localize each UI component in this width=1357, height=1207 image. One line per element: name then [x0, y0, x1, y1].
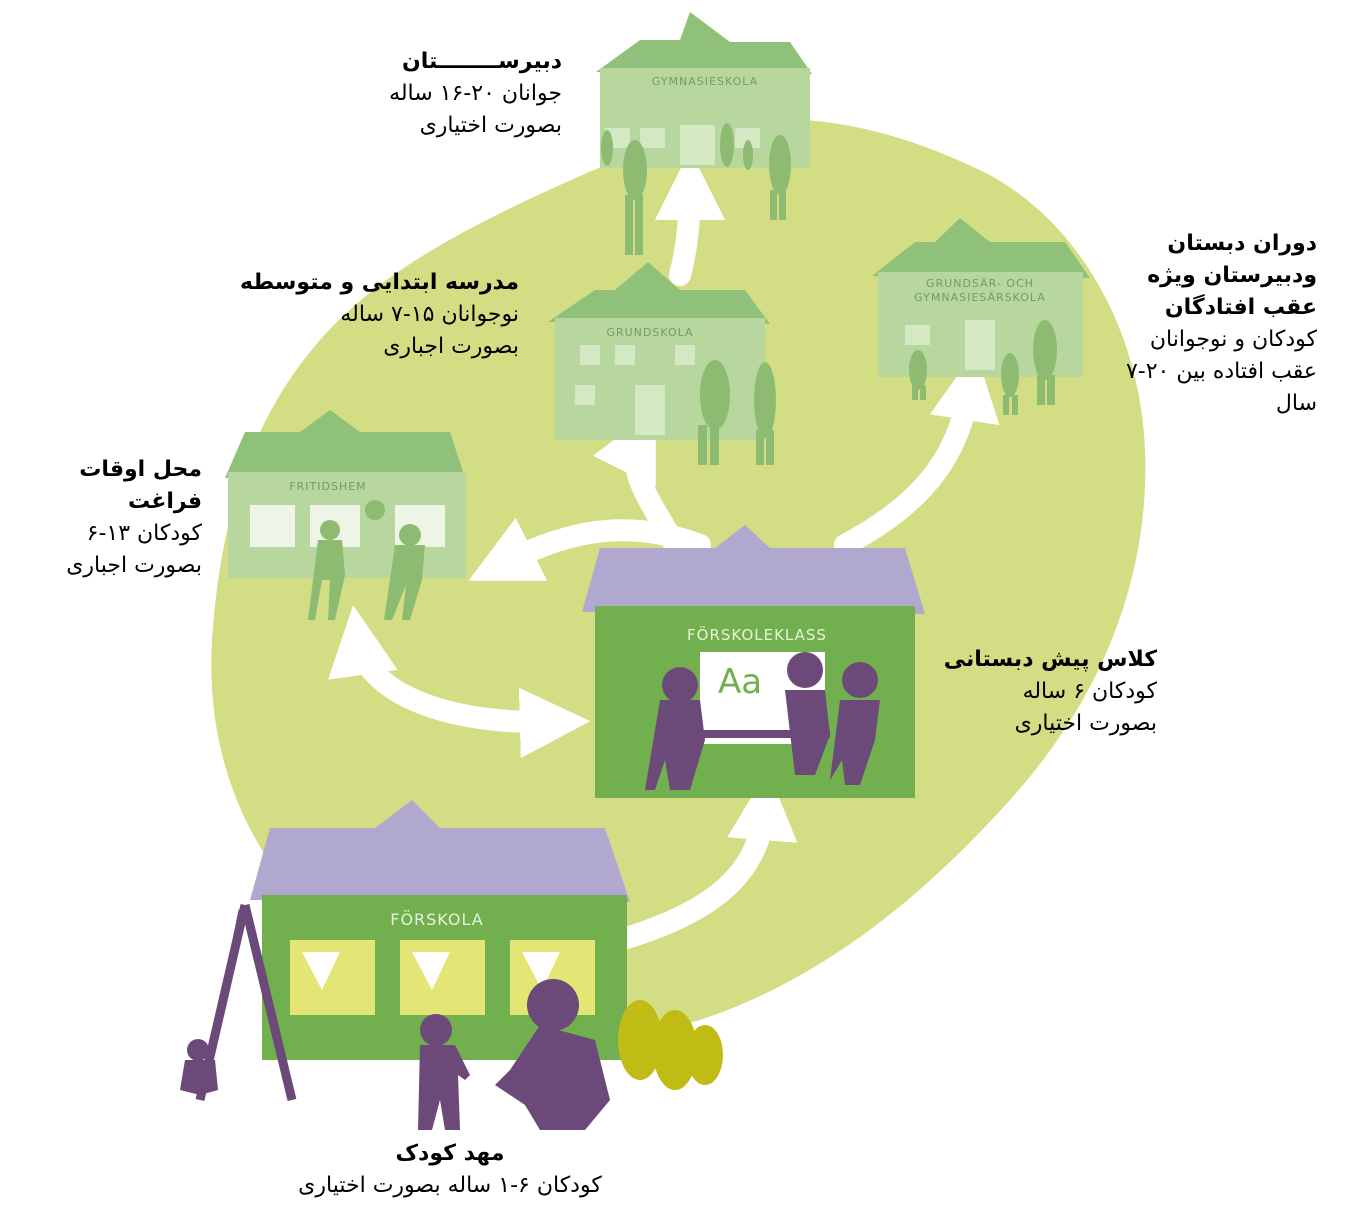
label-gymnasieskola: دبیرســــــــتان جوانان ۲۰-۱۶ ساله بصورت… [389, 46, 562, 142]
arrow-to-grundskola [592, 408, 686, 556]
sarskola-sign-line1: GRUNDSÄR- OCH [926, 277, 1034, 290]
forskola-sign: FÖRSKOLA [390, 910, 484, 929]
gymnasieskola-house: GYMNASIESKOLA [596, 12, 812, 255]
arrow-forskoleklass-fritidshem [328, 605, 591, 759]
sarskola-title-line2: ودبیرستان ویژه [1147, 263, 1317, 288]
forskoleklass-status: بصورت اختیاری [1014, 711, 1157, 736]
sarskola-desc-line3: سال [1275, 391, 1317, 416]
grundskola-age: نوجوانان ۱۵-۷ ساله [340, 302, 519, 327]
label-sarskola: دوران دبستان ودبیرستان ویژه عقب افتادگان… [1097, 228, 1317, 420]
gymnasieskola-title: دبیرســــــــتان [401, 49, 562, 74]
forskoleklass-house: FÖRSKOLEKLASS Aa [582, 525, 925, 798]
grundskola-house: GRUNDSKOLA [548, 262, 776, 465]
sarskola-title-line3: عقب افتادگان [1164, 295, 1317, 320]
grundskola-status: بصورت اجباری [383, 334, 519, 359]
fritidshem-title: محل اوقات فراغت [79, 457, 202, 514]
fritidshem-house: FRITIDSHEM [225, 410, 466, 620]
arrow-forskola-to-forskoleklass [609, 769, 798, 951]
arrow-to-gymnasieskola [654, 149, 726, 286]
label-forskola: مهد کودک کودکان ۶-۱ ساله بصورت اختیاری [250, 1138, 650, 1202]
label-forskoleklass: کلاس پیش دبستانی کودکان ۶ ساله بصورت اخت… [944, 644, 1157, 740]
sarskola-desc-line2: عقب افتاده بین ۲۰-۷ [1125, 359, 1317, 384]
forskoleklass-title: کلاس پیش دبستانی [943, 647, 1157, 672]
label-fritidshem: محل اوقات فراغت کودکان ۱۳-۶ بصورت اجباری [0, 454, 202, 582]
sarskola-title-line1: دوران دبستان [1167, 231, 1317, 256]
arrow-to-sarskola [834, 350, 1000, 556]
forskola-house: FÖRSKOLA [180, 800, 723, 1130]
sarskola-sign-line2: GYMNASIESÄRSKOLA [914, 291, 1046, 304]
fritidshem-sign: FRITIDSHEM [289, 480, 366, 493]
gymnasieskola-status: بصورت اختیاری [419, 113, 562, 138]
grundskola-title: مدرسه ابتدایی و متوسطه [240, 270, 519, 295]
arrows [328, 149, 1000, 951]
forskoleklass-sign: FÖRSKOLEKLASS [687, 625, 827, 644]
label-grundskola: مدرسه ابتدایی و متوسطه نوجوانان ۱۵-۷ سال… [240, 267, 519, 363]
grundskola-sign: GRUNDSKOLA [606, 326, 693, 339]
forskola-title: مهد کودک [395, 1141, 505, 1166]
sarskola-desc-line1: کودکان و نوجوانان [1149, 327, 1317, 352]
blackboard-text: Aa [718, 662, 762, 702]
fritidshem-status: بصورت اجباری [66, 553, 202, 578]
fritidshem-age: کودکان ۱۳-۶ [86, 521, 202, 546]
gymnasieskola-sign: GYMNASIESKOLA [652, 75, 758, 88]
forskola-desc: کودکان ۶-۱ ساله بصورت اختیاری [298, 1173, 602, 1198]
gymnasieskola-age: جوانان ۲۰-۱۶ ساله [389, 81, 562, 106]
sarskola-house: GRUNDSÄR- OCH GYMNASIESÄRSKOLA [872, 218, 1090, 415]
forskoleklass-age: کودکان ۶ ساله [1022, 679, 1157, 704]
